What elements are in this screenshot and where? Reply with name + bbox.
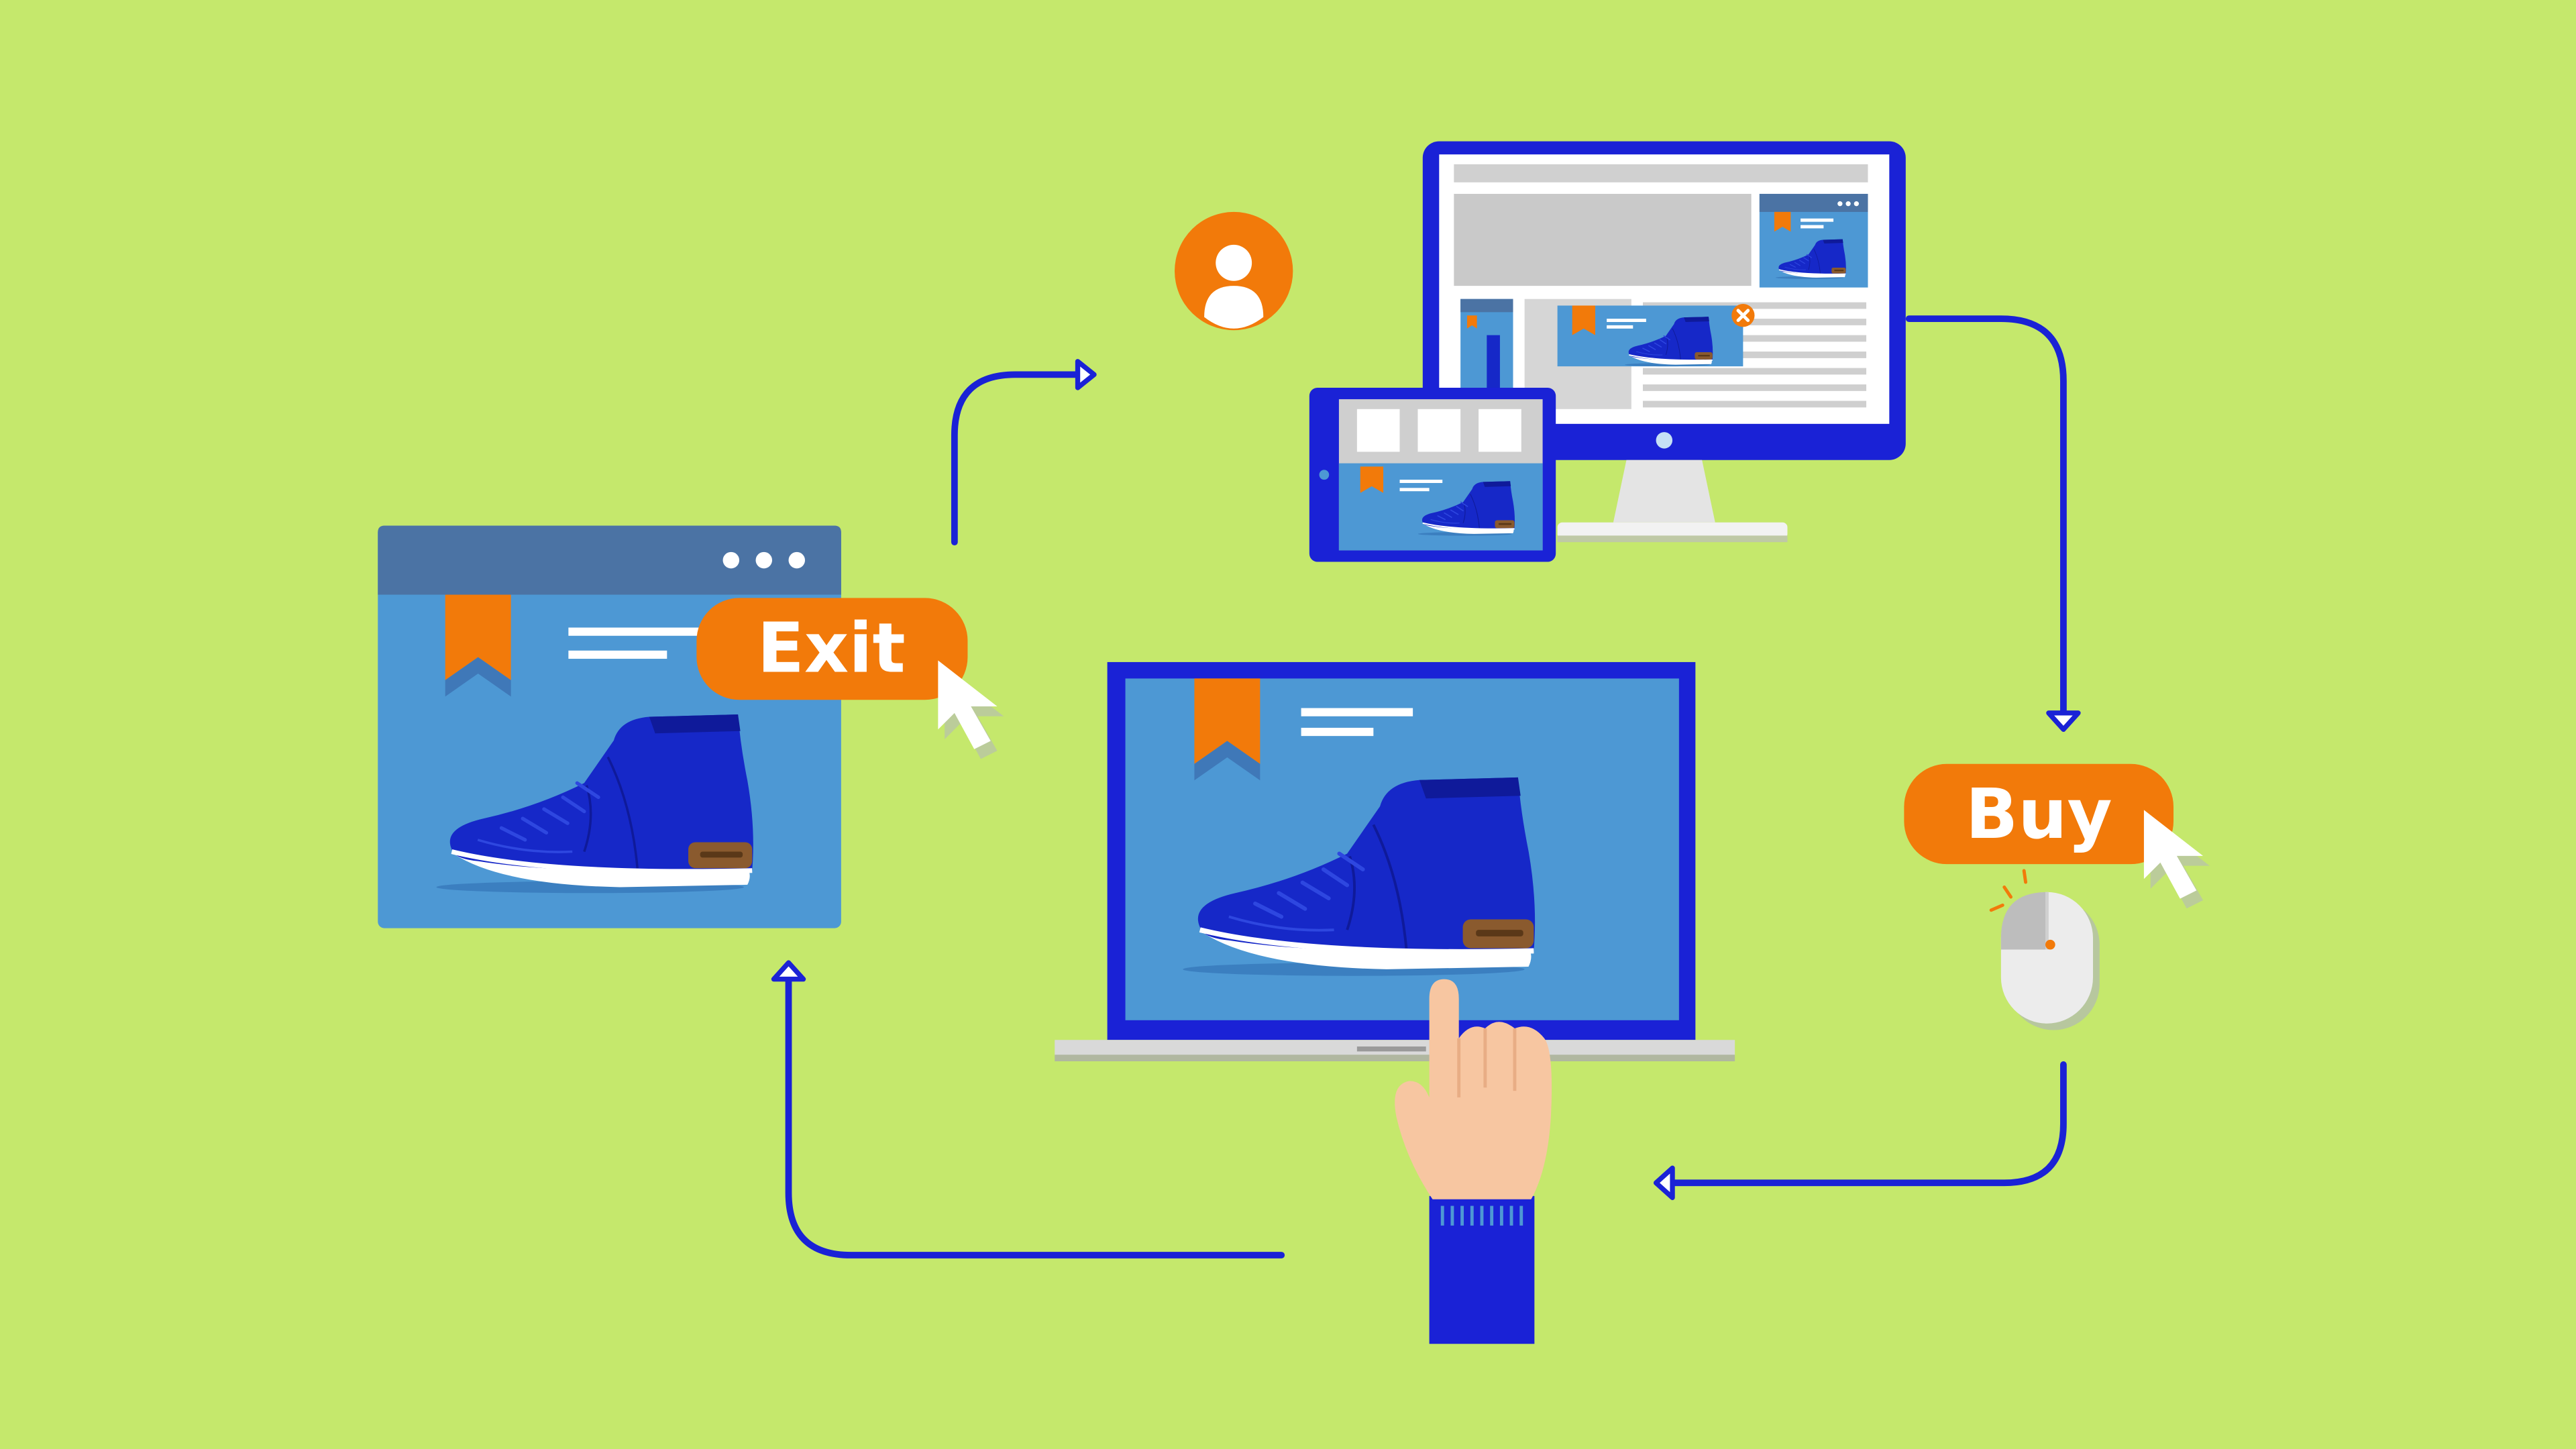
exit-button-label: Exit	[757, 609, 906, 689]
text-lines-placeholder	[568, 627, 716, 659]
arrow-exit-to-user	[951, 371, 1088, 546]
click-indicator	[1989, 869, 2028, 912]
window-menu-dots-icon	[722, 551, 805, 569]
tablet-device	[1309, 387, 1556, 562]
buy-button[interactable]: Buy	[1904, 763, 2174, 865]
browser-ad-window	[378, 525, 841, 928]
arrow-buy-to-laptop	[1666, 1061, 2067, 1187]
close-x-icon	[1731, 304, 1755, 327]
pointing-hand-icon	[1395, 979, 1552, 1344]
laptop-device	[1055, 661, 1735, 1062]
arrow-monitor-to-buy	[1905, 315, 2067, 720]
user-avatar-icon	[1175, 211, 1293, 331]
text-lines-placeholder	[1301, 708, 1413, 737]
exit-button[interactable]: Exit	[696, 598, 968, 700]
computer-mouse-icon	[1989, 869, 2100, 1030]
arrow-cursor-icon	[2143, 810, 2210, 909]
arrow-cursor-icon	[938, 660, 1004, 759]
flow-arrows	[771, 315, 2081, 1258]
desktop-monitor	[1422, 141, 1906, 543]
arrow-laptop-to-window	[785, 972, 1285, 1258]
buy-button-label: Buy	[1966, 775, 2112, 855]
